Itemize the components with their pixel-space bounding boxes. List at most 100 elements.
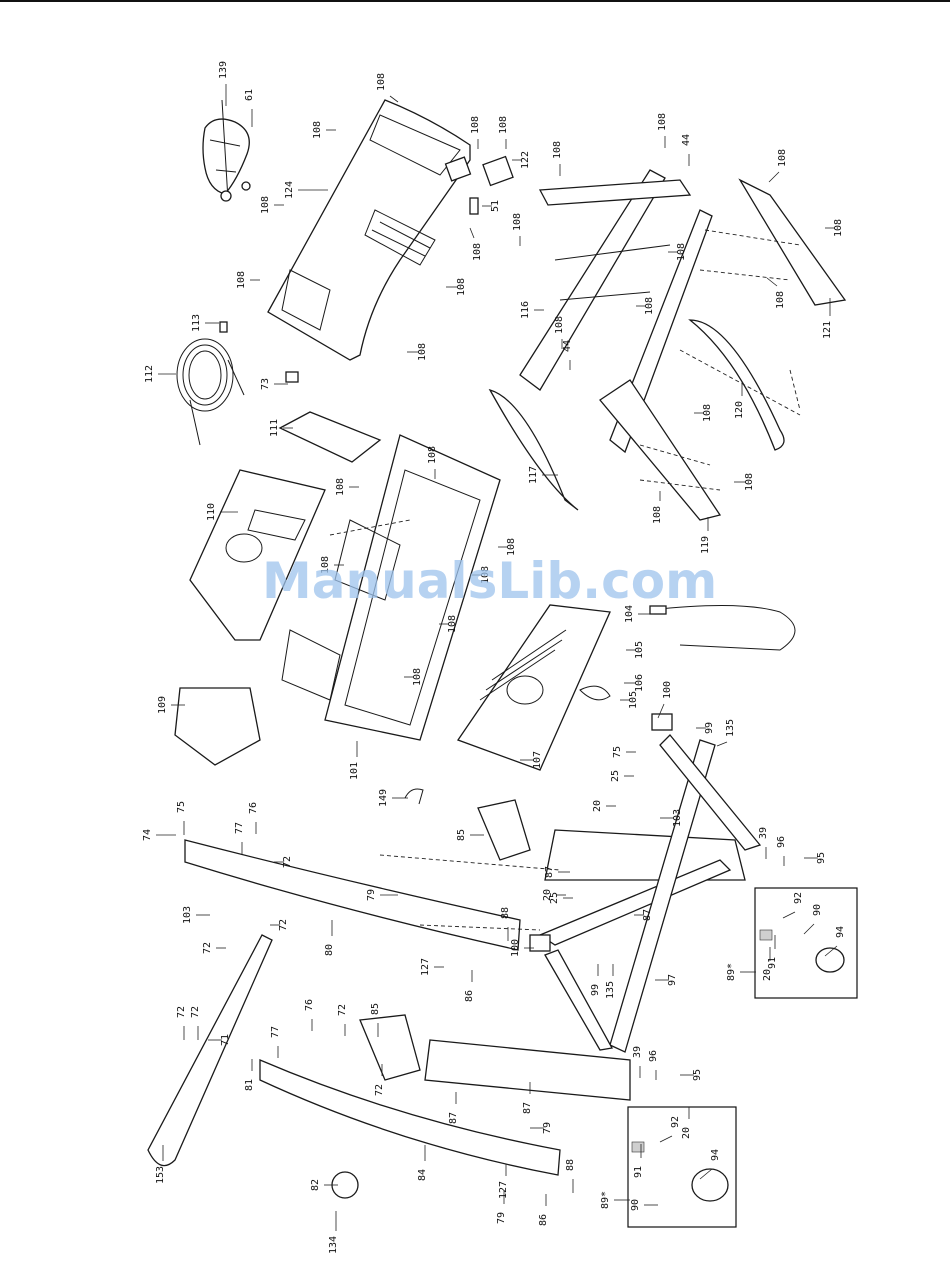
callout-116-0: 116 [520, 301, 531, 319]
leader-92-1 [659, 1135, 673, 1143]
callout-79-1: 79 [542, 1122, 553, 1134]
callout-72-0: 72 [282, 856, 293, 868]
callout-135-0: 135 [725, 719, 736, 737]
callout-90-0: 90 [812, 904, 823, 916]
callout-85-1: 85 [370, 1003, 381, 1015]
callout-108-3: 108 [498, 116, 509, 134]
callout-85-0: 85 [456, 829, 467, 841]
callout-79-0: 79 [366, 889, 377, 901]
console-tray [278, 411, 382, 463]
callout-105-1: 105 [628, 691, 639, 709]
callout-72-5: 72 [337, 1004, 348, 1016]
callout-101-0: 101 [349, 762, 360, 780]
callout-99-1: 99 [590, 984, 601, 996]
callout-108-6: 108 [512, 213, 523, 231]
callout-39-0: 39 [758, 827, 769, 839]
callout-100-1: 100 [510, 939, 521, 957]
rail-cover-right [688, 319, 785, 451]
callout-25-0: 25 [610, 770, 621, 782]
callout-84-0: 84 [417, 1169, 428, 1181]
callout-86-1: 86 [538, 1214, 549, 1226]
callout-108-8: 108 [657, 113, 668, 131]
power-cord [176, 321, 299, 446]
callout-20-2: 20 [762, 969, 773, 981]
wire-harness [649, 604, 796, 651]
callout-108-21: 108 [335, 478, 346, 496]
callout-77-0: 77 [234, 822, 245, 834]
leader-94-0 [824, 945, 838, 957]
callout-leaders [156, 84, 838, 1231]
callout-44-0: 44 [681, 134, 692, 146]
callout-153-0: 153 [155, 1166, 166, 1184]
callout-25-1: 25 [549, 892, 560, 904]
callout-89-star-1: 89* [600, 1191, 611, 1209]
top-rule [0, 0, 950, 2]
callout-112-0: 112 [144, 365, 155, 383]
callout-92-1: 92 [670, 1116, 681, 1128]
callout-108-11: 108 [236, 271, 247, 289]
handlebar [147, 934, 273, 1167]
upright-cover [281, 434, 501, 741]
callout-108-7: 108 [472, 243, 483, 261]
callout-108-25: 108 [480, 566, 491, 584]
callout-108-19: 108 [744, 473, 755, 491]
callout-75-0: 75 [612, 746, 623, 758]
callout-87-3: 87 [522, 1102, 533, 1114]
callout-108-16: 108 [775, 291, 786, 309]
callout-51-0: 51 [490, 200, 501, 212]
wheel-assembly-box-lower [627, 1106, 737, 1228]
callout-100-0: 100 [662, 681, 673, 699]
callout-106-0: 106 [634, 674, 645, 692]
callout-108-13: 108 [417, 343, 428, 361]
callout-108-17: 108 [676, 243, 687, 261]
end-cap-lower [529, 934, 551, 952]
callout-87-0: 87 [544, 866, 555, 878]
wheel-assembly-box-upper [754, 887, 858, 999]
leader-108-9 [768, 171, 780, 183]
callout-108-12: 108 [456, 278, 467, 296]
base-frame [424, 734, 762, 1101]
callout-77-1: 77 [270, 1026, 281, 1038]
callout-108-22: 108 [427, 446, 438, 464]
callout-80-0: 80 [324, 944, 335, 956]
pulse-handgrip [202, 99, 251, 202]
right-upright [259, 1059, 561, 1176]
callout-119-0: 119 [700, 536, 711, 554]
callout-87-1: 87 [642, 909, 653, 921]
callout-96-0: 96 [776, 836, 787, 848]
end-cap-upper [651, 713, 673, 731]
callout-117-0: 117 [528, 466, 539, 484]
callout-72-3: 72 [190, 1006, 201, 1018]
harness-connector [649, 605, 667, 615]
callout-108-0: 108 [376, 73, 387, 91]
pad-upper [759, 929, 773, 941]
callout-149-0: 149 [378, 789, 389, 807]
leader-90-0 [803, 923, 815, 935]
callout-71-0: 71 [220, 1034, 231, 1046]
callout-76-0: 76 [248, 802, 259, 814]
callout-94-0: 94 [835, 926, 846, 938]
console [189, 469, 326, 641]
callout-72-4: 72 [176, 1006, 187, 1018]
callout-135-1: 135 [605, 981, 616, 999]
callout-109-0: 109 [157, 696, 168, 714]
callout-39-1: 39 [632, 1046, 643, 1058]
callout-108-1: 108 [312, 121, 323, 139]
watermark: ManualsLib.com [262, 552, 717, 610]
callout-79-2: 79 [496, 1212, 507, 1224]
callout-75-1: 75 [176, 801, 187, 813]
callout-96-1: 96 [648, 1050, 659, 1062]
callout-111-0: 111 [269, 419, 280, 437]
callout-94-1: 94 [710, 1149, 721, 1161]
callout-108-18: 108 [702, 404, 713, 422]
leader-100-0 [657, 703, 665, 719]
callout-20-3: 20 [681, 1127, 692, 1139]
leader-94-1 [699, 1168, 713, 1180]
callout-139-0: 139 [218, 61, 229, 79]
callout-44-1: 44 [562, 340, 573, 352]
callout-124-0: 124 [284, 181, 295, 199]
leader-108-7 [469, 227, 475, 239]
